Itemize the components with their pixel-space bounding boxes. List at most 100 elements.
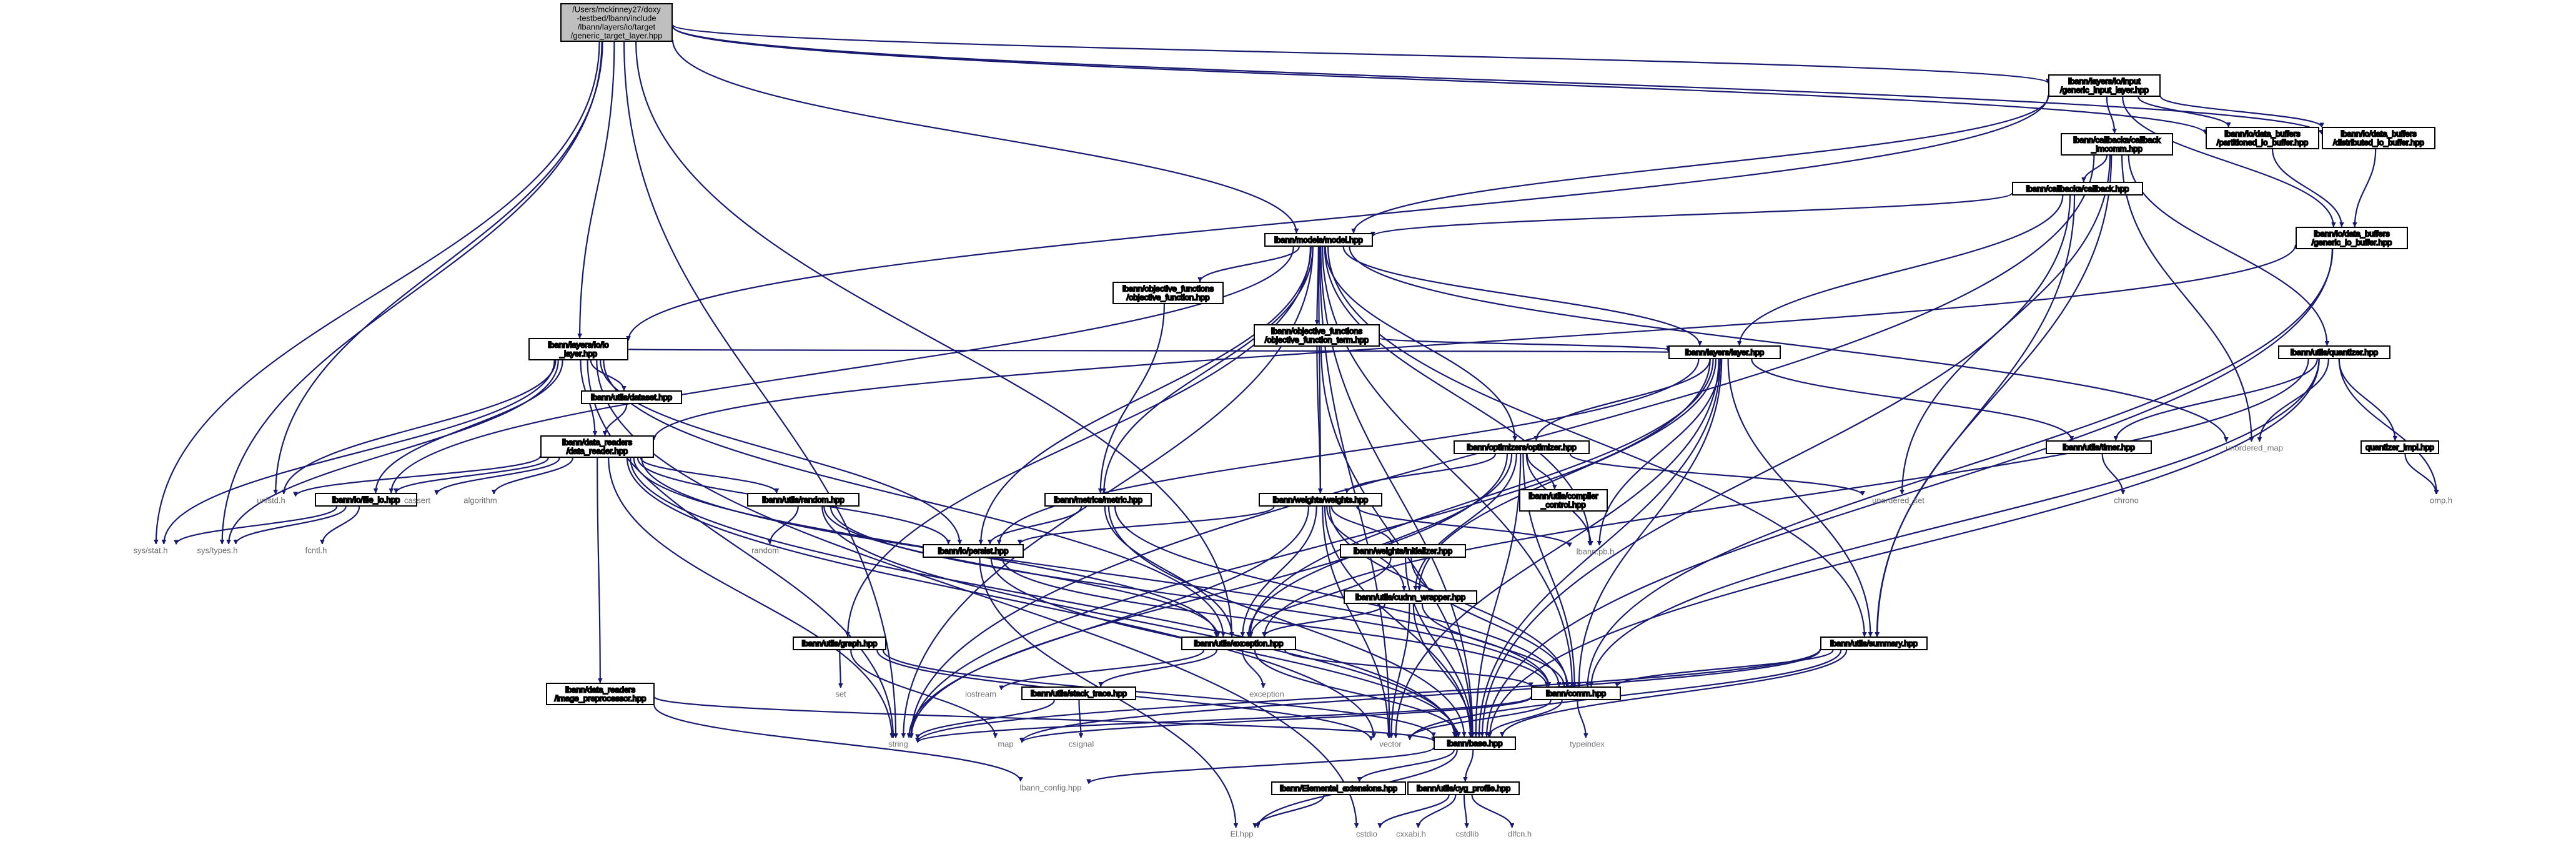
node-objective-function[interactable]: lbann/objective_functions/objective_func… (1112, 282, 1224, 304)
node-box (1112, 282, 1224, 304)
node-el-hpp[interactable]: El.hpp (1223, 828, 1261, 840)
node-exception-std[interactable]: exception (1246, 688, 1287, 700)
node-stack-trace[interactable]: lbann/utils/stack_trace.hpp (1021, 686, 1136, 700)
node-cxxabi[interactable]: cxxabi.h (1392, 828, 1430, 840)
node-callback[interactable]: lbann/callbacks/callback.hpp (2012, 182, 2143, 196)
node-partitioned-io-buffer[interactable]: lbann/io/data_buffers/partitioned_io_buf… (2206, 127, 2319, 149)
node-map[interactable]: map (990, 738, 1021, 750)
edge-timer-to-chrono (2101, 453, 2123, 495)
node-csignal[interactable]: csignal (1062, 738, 1101, 750)
node-dlfcn[interactable]: dlfcn.h (1502, 828, 1537, 840)
node-quantizer-impl[interactable]: quantizer_impl.hpp (2361, 440, 2439, 454)
node-quantizer[interactable]: lbann/utils/quantizer.hpp (2278, 345, 2390, 359)
node-algorithm[interactable]: algorithm (457, 495, 504, 506)
node-generic-input-layer[interactable]: lbann/layers/io/input/generic_input_laye… (2048, 74, 2161, 97)
node-generic-io-buffer[interactable]: lbann/io/data_buffers/generic_io_buffer.… (2296, 227, 2408, 249)
edge-root-to-generic_input_layer (671, 24, 2048, 84)
node-base[interactable]: lbann/base.hpp (1434, 736, 1516, 750)
node-label: lbann/callbacks/callback (2073, 136, 2161, 145)
node-sys-types[interactable]: sys/types.h (189, 545, 245, 556)
node-weights[interactable]: lbann/weights/weights.hpp (1259, 493, 1382, 507)
edge-io_layer-to-sys_types (229, 360, 559, 544)
edge-exception-to-comm (1284, 650, 1531, 687)
node-omp-h[interactable]: omp.h (2422, 495, 2460, 506)
node-typeindex[interactable]: typeindex (1563, 738, 1611, 750)
node-image-preprocessor[interactable]: lbann/data_readers/image_preprocessor.hp… (546, 683, 655, 705)
edge-quantizer-to-unordered_map (2259, 359, 2329, 442)
node-dataset[interactable]: lbann/utils/dataset.hpp (581, 390, 682, 404)
node-label: _control.hpp (1540, 500, 1586, 510)
edge-base-to-cyg_profile (1465, 750, 1474, 782)
edge-quantizer_impl-to-omp_h (2404, 453, 2437, 495)
node-label: lbann/utils/graph.hpp (802, 639, 878, 648)
node-objective-function-term[interactable]: lbann/objective_functions/objective_func… (1254, 324, 1380, 347)
node-label: lbann/optimizers/optimizer.hpp (1467, 443, 1577, 452)
node-unordered-map[interactable]: unordered_map (2220, 442, 2289, 453)
edge-data_reader-to-random_hpp (640, 457, 776, 493)
node-file-io[interactable]: lbann/io/file_io.hpp (315, 493, 417, 507)
node-unistd-h[interactable]: unistd.h (247, 495, 295, 506)
node-elemental-extensions[interactable]: lbann/Elemental_extensions.hpp (1271, 781, 1406, 795)
node-callback-imcomm[interactable]: lbann/callbacks/callback_imcomm.hpp (2061, 133, 2173, 156)
node-box (540, 435, 654, 458)
node-label: cassert (404, 496, 430, 505)
node-box (2046, 440, 2152, 454)
edge-io_layer-to-sys_stat (164, 360, 555, 544)
node-label: lbann/utils/stack_trace.hpp (1031, 689, 1127, 698)
node-cstdio[interactable]: cstdio (1348, 828, 1385, 840)
node-string[interactable]: string (879, 738, 917, 750)
node-io-layer[interactable]: lbann/layers/io/io_layer.hpp (528, 338, 628, 360)
node-cudnn-wrapper[interactable]: lbann/utils/cudnn_wrapper.hpp (1344, 590, 1477, 604)
node-label: /distributed_io_buffer.hpp (2333, 138, 2424, 147)
node-initializer[interactable]: lbann/weights/initializer.hpp (1340, 544, 1466, 558)
edge-model-to-file_io (391, 246, 1294, 493)
node-label: lbann/weights/weights.hpp (1273, 495, 1369, 505)
node-set[interactable]: set (831, 688, 851, 700)
edge-summary-to-comm (1617, 650, 1834, 687)
node-label: cstdlib (1456, 830, 1479, 839)
node-fcntl[interactable]: fcntl.h (299, 545, 334, 556)
node-summary[interactable]: lbann/utils/summary.hpp (1820, 636, 1928, 650)
node-vector[interactable]: vector (1372, 738, 1409, 750)
node-comm[interactable]: lbann/comm.hpp (1531, 686, 1621, 700)
node-root[interactable]: /Users/mckinney27/doxy-testbed/lbann/inc… (560, 3, 673, 42)
edge-file_io-to-fcntl (322, 506, 360, 545)
edge-layer-to-string (911, 359, 1711, 738)
node-persist[interactable]: lbann/io/persist.hpp (923, 544, 1024, 558)
node-lbann-pb[interactable]: lbann.pb.h (1570, 546, 1620, 557)
node-chrono[interactable]: chrono (2108, 495, 2145, 506)
node-model[interactable]: lbann/models/model.hpp (1264, 233, 1373, 247)
node-cstdlib[interactable]: cstdlib (1448, 828, 1487, 840)
node-label: chrono (2114, 496, 2139, 505)
node-compiler-control[interactable]: lbann/utils/compiler_control.hpp (1519, 489, 1608, 512)
node-random[interactable]: random (745, 545, 785, 556)
node-iostream[interactable]: iostream (961, 688, 1001, 700)
edge-model-to-graph (848, 246, 1311, 636)
node-cyg-profile[interactable]: lbann/utils/cyg_profile.hpp (1407, 781, 1520, 795)
node-unordered-set[interactable]: unordered_set (1863, 495, 1933, 506)
node-random-hpp[interactable]: lbann/utils/random.hpp (747, 493, 859, 507)
edge-optimizer-to-comm (1522, 453, 1574, 686)
node-label: /generic_io_buffer.hpp (2312, 238, 2392, 247)
edge-io_layer-to-persist (600, 360, 959, 544)
node-distributed-io-buffer[interactable]: lbann/io/data_buffers/distributed_io_buf… (2322, 127, 2435, 149)
node-data-reader[interactable]: lbann/data_readers/data_reader.hpp (540, 435, 654, 458)
edge-exception-to-iostream (1001, 650, 1204, 690)
node-box (2361, 440, 2439, 454)
node-cassert[interactable]: cassert (399, 495, 436, 506)
node-box (1264, 233, 1373, 247)
node-optimizer[interactable]: lbann/optimizers/optimizer.hpp (1454, 440, 1590, 454)
node-layer[interactable]: lbann/layers/layer.hpp (1668, 345, 1781, 359)
node-label: lbann/utils/timer.hpp (2063, 443, 2135, 452)
node-box (1259, 493, 1382, 507)
node-box (2048, 74, 2161, 97)
node-graph[interactable]: lbann/utils/graph.hpp (793, 636, 886, 650)
edge-partitioned_io_buffer-to-generic_io_buffer (2272, 149, 2342, 227)
node-lbann-config[interactable]: lbann_config.hpp (1013, 782, 1088, 793)
edge-root-to-sys_stat (156, 41, 600, 544)
node-sys-stat[interactable]: sys/stat.h (126, 545, 176, 556)
edge-root-to-string (623, 41, 896, 738)
node-exception[interactable]: lbann/utils/exception.hpp (1181, 636, 1296, 650)
node-timer[interactable]: lbann/utils/timer.hpp (2046, 440, 2152, 454)
node-metric[interactable]: lbann/metrics/metric.hpp (1044, 493, 1152, 507)
